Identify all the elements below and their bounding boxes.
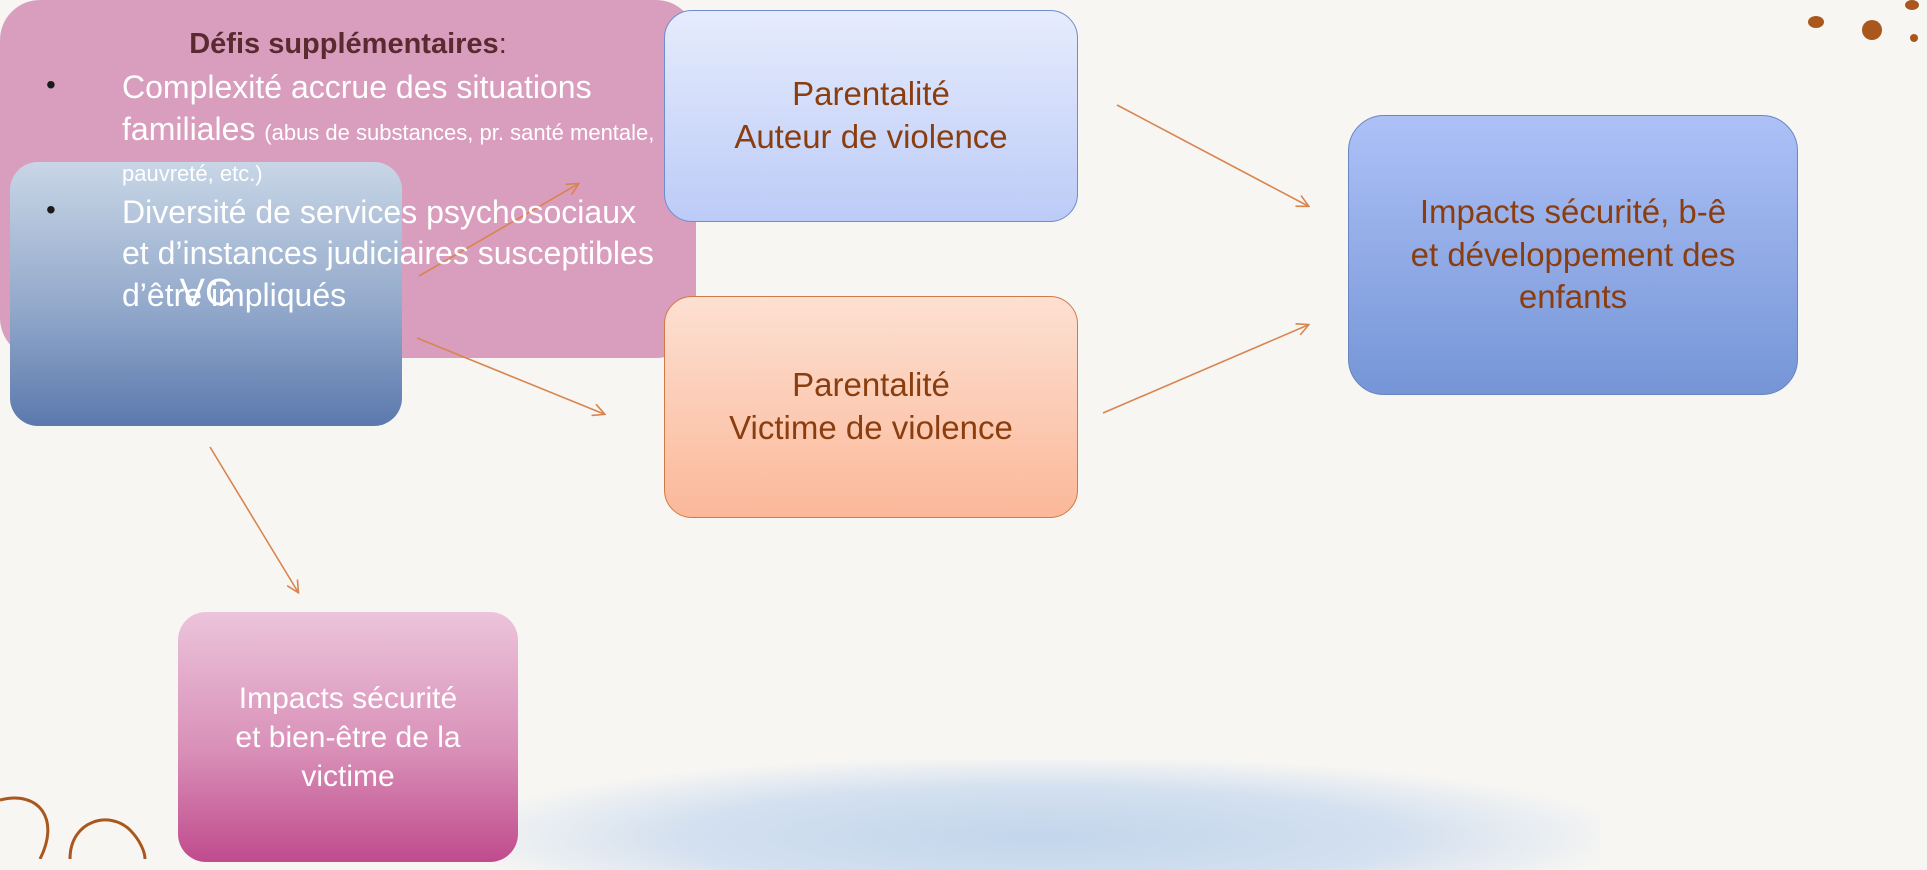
- decor-dot: [1910, 34, 1918, 42]
- defis-box: Défis supplémentaires: • Complexité accr…: [0, 0, 696, 358]
- defis-item-note: (abus de substances, pr. santé mentale, …: [122, 119, 655, 187]
- bullet-icon: •: [46, 193, 56, 225]
- impacts-enfants-node: Impacts sécurité, b-ê et développement d…: [1348, 115, 1798, 395]
- vc-label: VC: [179, 272, 233, 315]
- defis-title-text: Défis supplémentaires: [189, 28, 499, 60]
- bullet-icon: •: [46, 69, 56, 100]
- impacts-victime-line1: Impacts sécurité: [238, 681, 458, 715]
- auteur-line2: Auteur de violence: [734, 118, 1008, 155]
- impacts-enfants-line1: Impacts sécurité, b-ê: [1419, 192, 1727, 230]
- arrow-vc-to-impacts-victime: [209, 446, 298, 592]
- decor-dot: [1905, 0, 1919, 10]
- decor-swirl: [68, 818, 147, 859]
- impacts-victime-node: Impacts sécurité et bien-être de la vict…: [178, 612, 518, 862]
- decor-dot: [1862, 20, 1882, 40]
- decor-swirl: [0, 796, 50, 859]
- impacts-enfants-line3: enfants: [1518, 278, 1628, 316]
- parentalite-auteur-node: Parentalité Auteur de violence: [664, 10, 1078, 222]
- victime-line1: Parentalité: [792, 366, 950, 404]
- defis-title: Défis supplémentaires:: [40, 28, 656, 61]
- parentalite-victime-node: Parentalité Victime de violence: [664, 296, 1078, 518]
- impacts-enfants-line2: et développement des: [1410, 235, 1736, 273]
- auteur-line1: Parentalité: [792, 75, 950, 113]
- defis-list-item: • Diversité de services psychosociaux et…: [40, 192, 656, 317]
- decor-dot: [1808, 16, 1824, 28]
- background-watercolor: [480, 760, 1600, 870]
- victime-line2: Victime de violence: [729, 409, 1013, 446]
- defis-title-suffix: :: [498, 28, 507, 60]
- defis-item-text: Complexité accrue des situations familia…: [122, 69, 592, 147]
- arrow-victime-to-impacts: [1102, 325, 1308, 414]
- defis-list-item: • Complexité accrue des situations famil…: [40, 67, 656, 192]
- impacts-victime-line3: victime: [301, 759, 395, 793]
- arrow-vc-to-auteur: [418, 184, 578, 277]
- vc-node: VC: [10, 162, 402, 426]
- arrow-auteur-to-impacts: [1116, 104, 1308, 206]
- defis-list: • Complexité accrue des situations famil…: [40, 67, 656, 317]
- arrow-vc-to-victime: [416, 337, 604, 414]
- defis-item-text: Diversité de services psychosociaux et d…: [122, 193, 654, 313]
- impacts-victime-line2: et bien-être de la: [235, 720, 461, 754]
